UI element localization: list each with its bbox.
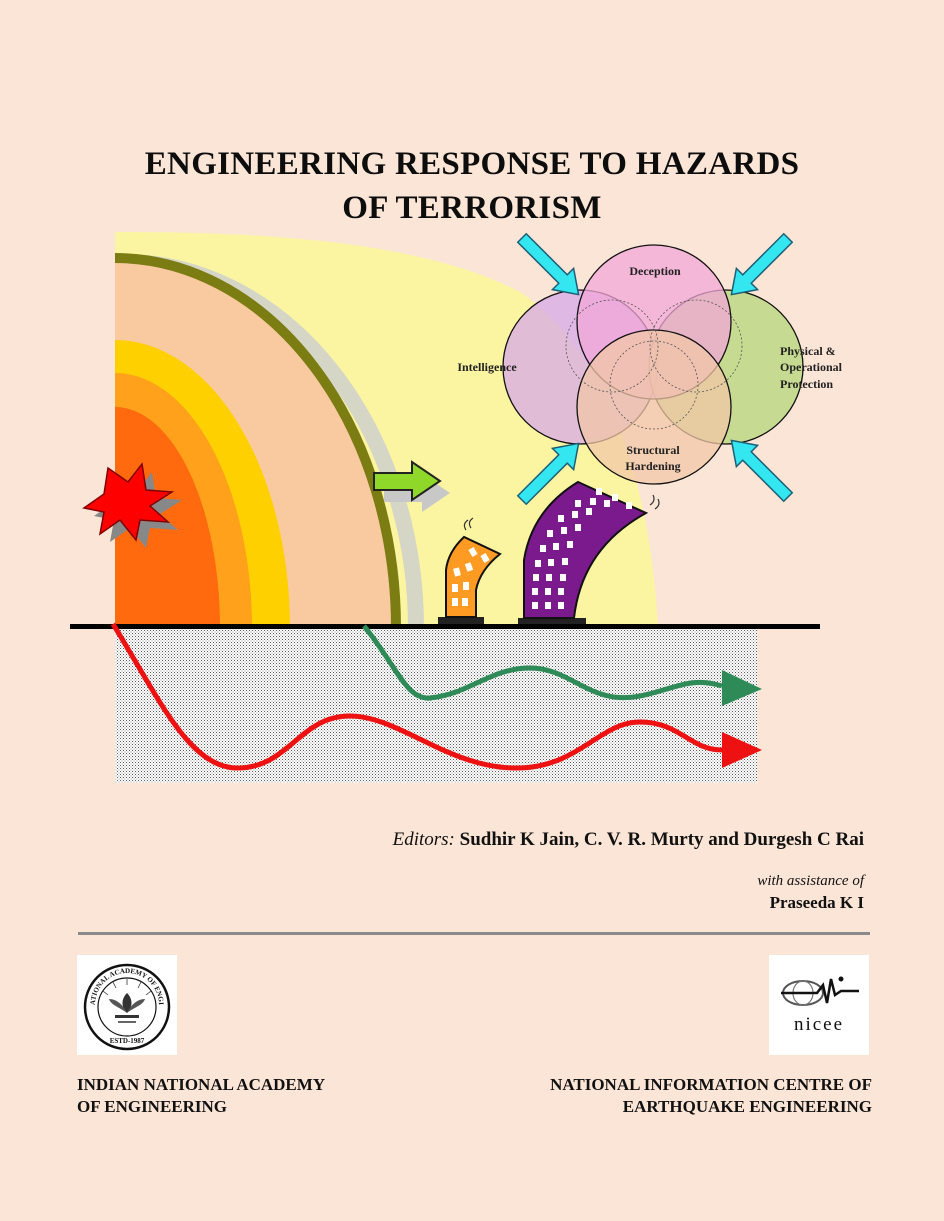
tall-building bbox=[518, 480, 660, 627]
label-physical-2: Operational bbox=[780, 360, 843, 374]
red-wave-arrowhead bbox=[722, 732, 762, 768]
push-arrow-icon bbox=[373, 460, 442, 502]
label-deception: Deception bbox=[629, 264, 681, 278]
label-physical-3: Protection bbox=[780, 377, 833, 391]
circle-structural-hardening bbox=[576, 329, 732, 485]
ground-line bbox=[70, 624, 820, 629]
org-right: NATIONAL INFORMATION CENTRE OF EARTHQUAK… bbox=[550, 1074, 872, 1118]
ring-core bbox=[115, 407, 220, 628]
label-structural-2: Hardening bbox=[625, 459, 680, 473]
org-left: INDIAN NATIONAL ACADEMY OF ENGINEERING bbox=[77, 1074, 325, 1118]
small-building bbox=[438, 517, 502, 626]
ground-soil bbox=[115, 628, 757, 783]
arrow-top-right-icon bbox=[730, 232, 794, 296]
green-wave-arrowhead bbox=[722, 670, 762, 706]
editors-label: Editors: bbox=[392, 829, 455, 850]
protection-venn-diagram: Deception Intelligence Physical & Operat… bbox=[457, 244, 843, 485]
org-right-line-1: NATIONAL INFORMATION CENTRE OF bbox=[550, 1075, 872, 1094]
editors-names: Sudhir K Jain, C. V. R. Murty and Durges… bbox=[459, 829, 864, 850]
cover-illustration: Deception Intelligence Physical & Operat… bbox=[70, 232, 843, 783]
org-left-line-2: OF ENGINEERING bbox=[77, 1097, 228, 1116]
book-title: ENGINEERING RESPONSE TO HAZARDS OF TERRO… bbox=[0, 142, 944, 230]
inae-seal-icon: INDIAN NATIONAL ACADEMY OF ENGINEERING E… bbox=[74, 949, 171, 1051]
label-intelligence: Intelligence bbox=[457, 360, 517, 374]
org-left-line-1: INDIAN NATIONAL ACADEMY bbox=[77, 1075, 326, 1094]
arrow-bottom-left-icon bbox=[516, 442, 580, 506]
assistant-name: Praseeda K I bbox=[769, 893, 864, 912]
org-right-line-2: EARTHQUAKE ENGINEERING bbox=[622, 1097, 872, 1116]
explosion-icon bbox=[82, 462, 175, 542]
seal-estd: ESTD-1987 bbox=[110, 1037, 145, 1045]
green-wave bbox=[362, 624, 723, 701]
arrow-bottom-right-icon bbox=[730, 439, 794, 503]
editors-line: Editors: Sudhir K Jain, C. V. R. Murty a… bbox=[393, 829, 864, 851]
red-wave bbox=[110, 622, 723, 771]
shock-front bbox=[114, 253, 401, 629]
assistance-label: with assistance of bbox=[757, 873, 864, 889]
label-structural-1: Structural bbox=[626, 443, 680, 457]
nicee-logo: nicee bbox=[769, 955, 869, 1055]
inward-arrows bbox=[516, 232, 794, 506]
label-physical-1: Physical & bbox=[780, 344, 836, 358]
title-line-2: OF TERRORISM bbox=[342, 190, 602, 226]
title-line-1: ENGINEERING RESPONSE TO HAZARDS bbox=[144, 146, 800, 182]
inae-logo: INDIAN NATIONAL ACADEMY OF ENGINEERING E… bbox=[74, 949, 177, 1055]
nicee-seismograph-icon: nicee bbox=[781, 976, 859, 1035]
arrow-top-left-icon bbox=[516, 232, 580, 296]
divider bbox=[78, 932, 870, 935]
nicee-logo-text: nicee bbox=[794, 1014, 844, 1035]
